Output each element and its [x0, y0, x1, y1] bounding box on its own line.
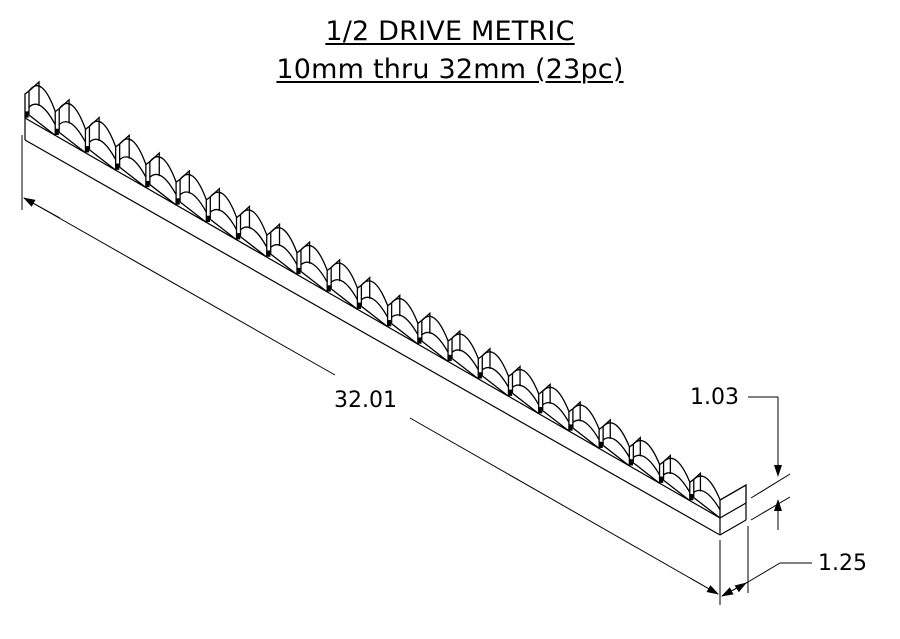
socket-slot — [447, 329, 479, 380]
socket-slot — [356, 276, 389, 328]
width-dimension — [721, 526, 812, 597]
socket-slot — [115, 133, 147, 189]
socket-slot — [386, 293, 419, 345]
socket-slots — [24, 80, 747, 519]
socket-slot — [84, 116, 117, 171]
socket-slot — [628, 436, 661, 484]
socket-slot — [205, 187, 238, 241]
rail-body — [24, 117, 747, 536]
height-dimension-label: 1.03 — [690, 385, 739, 410]
height-dimension — [748, 396, 791, 530]
length-dimension — [21, 135, 721, 605]
socket-slot — [689, 471, 721, 519]
socket-slot — [477, 347, 510, 397]
socket-slot — [417, 311, 449, 362]
socket-slot — [538, 382, 570, 432]
socket-slot — [658, 453, 691, 502]
socket-slot — [326, 258, 358, 310]
socket-slot — [266, 222, 298, 276]
socket-slot — [24, 80, 56, 136]
socket-slot — [296, 240, 328, 293]
socket-slot — [235, 205, 268, 258]
width-dimension-label: 1.25 — [818, 551, 867, 576]
socket-slot — [54, 98, 87, 154]
drawing-title-line-2: 10mm thru 32mm (23pc) — [0, 54, 900, 86]
socket-slot — [598, 418, 630, 467]
length-dimension-label: 32.01 — [334, 388, 397, 413]
drawing-title-line-1: 1/2 DRIVE METRIC — [0, 16, 900, 48]
title-text-1: 1/2 DRIVE METRIC — [325, 16, 575, 47]
socket-slot — [568, 400, 600, 449]
socket-slot — [175, 169, 207, 223]
socket-slot — [145, 151, 177, 206]
title-text-2: 10mm thru 32mm (23pc) — [276, 54, 624, 85]
socket-slot — [507, 365, 540, 415]
